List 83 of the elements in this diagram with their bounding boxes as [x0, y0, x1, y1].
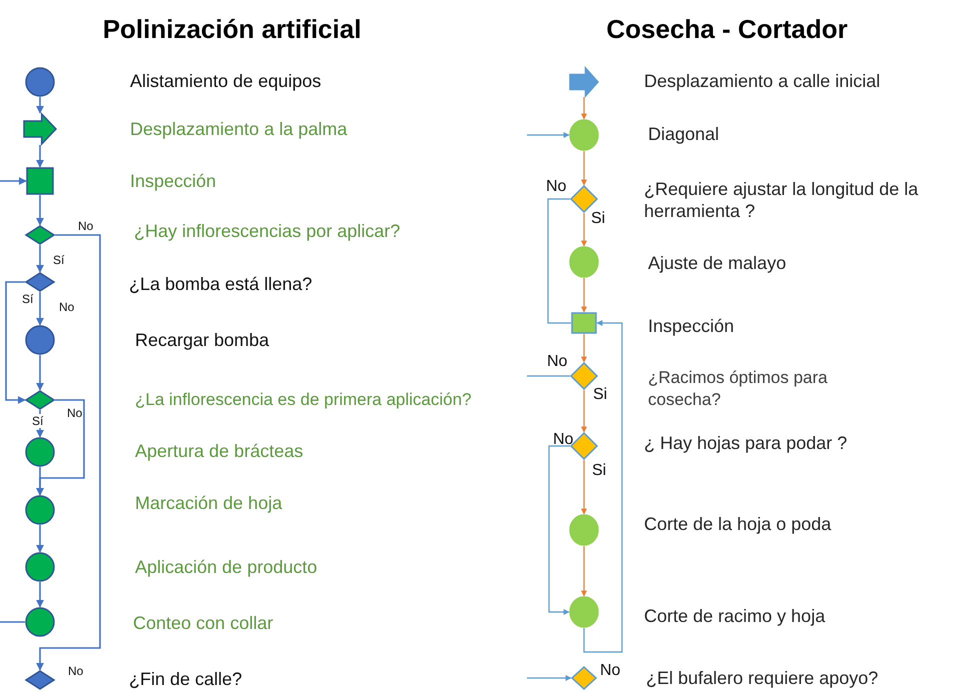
step-label: Desplazamiento a calle inicial: [644, 70, 882, 92]
branch-label: No: [600, 662, 620, 680]
flow-arrow: [527, 132, 570, 138]
decision-diamond: [25, 670, 55, 690]
step-label: ¿El bufalero requiere apoyo?: [646, 667, 880, 689]
flow-arrow: [36, 410, 44, 438]
flow-arrow: [581, 460, 587, 515]
step-label: Desplazamiento a la palma: [130, 118, 348, 140]
process-circle: [569, 246, 599, 278]
step-label: Corte de racimo y hoja: [644, 605, 826, 627]
transport-arrow-shape: [569, 67, 599, 97]
decision-diamond: [25, 390, 55, 410]
step-label: ¿Hay inflorescencias por aplicar?: [134, 220, 402, 242]
flow-arrow: [581, 546, 587, 597]
step-label: ¿Racimos óptimos para cosecha?: [648, 367, 829, 411]
decision-diamond: [25, 272, 55, 292]
flow-arrow: [5, 281, 26, 404]
step-label: Alistamiento de equipos: [130, 70, 322, 92]
decision-diamond: [571, 666, 597, 690]
edge-label: Si: [592, 386, 608, 403]
step-label: ¿La inflorescencia es de primera aplicación?: [135, 389, 472, 411]
process-circle: [25, 325, 55, 355]
decision-diamond: [25, 225, 55, 245]
flow-arrow: [36, 97, 44, 114]
flow-arrow: [36, 467, 44, 496]
step-label: Diagonal: [648, 123, 720, 145]
edge-label: No: [58, 300, 76, 314]
process-circle: [569, 514, 599, 546]
branch-label: No: [68, 664, 84, 678]
flow-arrow: [581, 151, 587, 186]
step-label: Apertura de brácteas: [135, 440, 304, 462]
step-label: Marcación de hoja: [135, 492, 284, 514]
section-title: Polinización artificial: [102, 14, 362, 45]
step-label: Corte de la hoja o poda: [644, 513, 832, 535]
section-title: Cosecha - Cortador: [606, 14, 848, 45]
flow-arrow: [581, 213, 587, 247]
edge-label: No: [552, 431, 574, 448]
flow-arrow: [581, 97, 587, 120]
edge-label: Si: [591, 462, 608, 479]
process-circle: [25, 607, 55, 637]
edge-label: Sí: [21, 292, 34, 306]
step-label: ¿Fin de calle?: [129, 668, 244, 690]
step-label: Ajuste de malayo: [648, 252, 788, 274]
flow-arrow: [36, 525, 44, 553]
flow-arrow: [527, 675, 572, 681]
decision-diamond: [570, 185, 598, 213]
step-label: ¿La bomba está llena?: [129, 273, 314, 295]
step-label: Inspección: [648, 315, 736, 337]
step-label: Recargar bomba: [135, 329, 270, 351]
edge-label: Si: [590, 210, 606, 227]
inspection-square: [571, 312, 597, 334]
edge-label: No: [77, 219, 94, 233]
process-circle: [25, 495, 55, 525]
flow-arrow: [36, 355, 44, 391]
flow-arrow: [583, 320, 623, 653]
flow-arrow: [0, 177, 27, 185]
flow-arrow: [36, 582, 44, 608]
process-circle: [25, 552, 55, 582]
flow-arrow: [36, 195, 44, 226]
flow-arrow: [581, 390, 587, 433]
step-label: ¿ Hay hojas para podar ?: [644, 432, 848, 454]
edge-label: No: [546, 353, 568, 370]
inspection-square: [26, 167, 54, 195]
flow-arrow: [581, 334, 587, 363]
step-label: Inspección: [130, 170, 218, 192]
process-circle: [25, 437, 55, 467]
flow-arrow: [36, 145, 44, 168]
edge-label: Sí: [52, 253, 66, 267]
edge-label: Sí: [31, 414, 44, 428]
step-label: ¿Requiere ajustar la longitud de la herramienta ?: [644, 178, 920, 222]
edge-label: No: [545, 178, 568, 195]
step-label: Aplicación de producto: [135, 556, 318, 578]
step-label: Conteo con collar: [133, 612, 274, 634]
flow-arrow: [548, 445, 570, 615]
edge-label: No: [66, 406, 84, 420]
flow-arrow: [36, 234, 101, 671]
flow-arrow: [36, 245, 44, 273]
transport-arrow-shape: [23, 113, 57, 145]
process-circle: [25, 67, 55, 97]
flow-arrow: [36, 292, 44, 326]
process-circle: [569, 119, 599, 151]
flow-arrow: [581, 278, 587, 313]
process-circle: [569, 596, 599, 628]
